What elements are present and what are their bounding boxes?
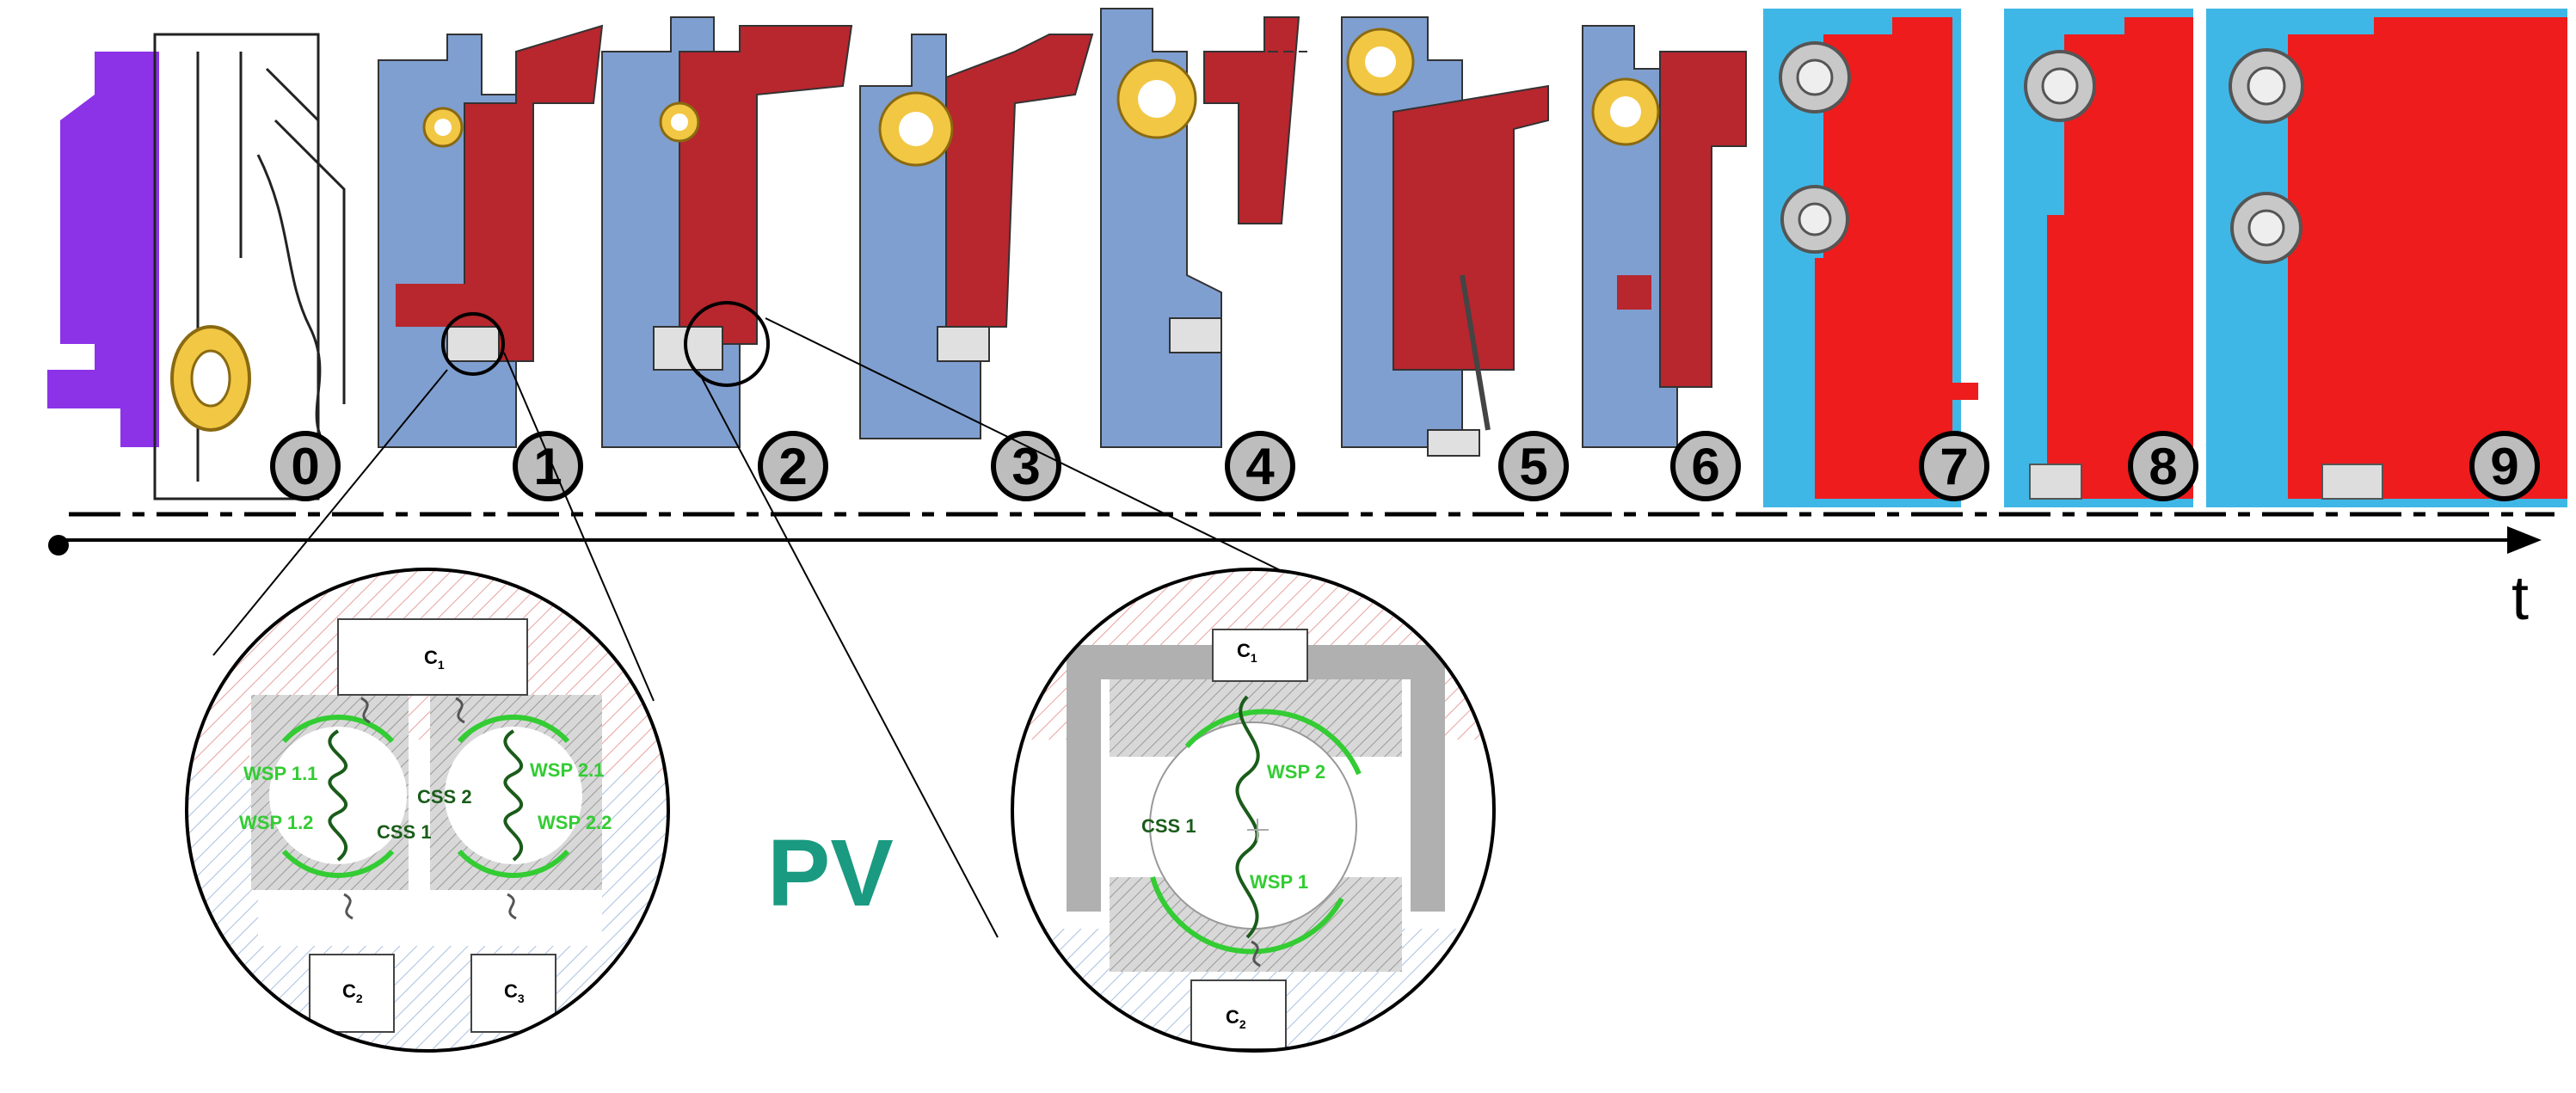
wsp-1-2-label: WSP 1.2 (239, 812, 313, 833)
right-c2-label: C2 (1226, 1006, 1246, 1031)
wsp-2-label: WSP 2 (1267, 761, 1325, 783)
zoom-connectors (212, 317, 1360, 938)
stage-badge-4: 4 (1225, 431, 1295, 501)
detail-circle-right: C1 C2 WSP 2 WSP 1 CSS 1 (1011, 568, 1496, 1053)
stage-badge-3: 3 (991, 431, 1061, 501)
svg-text:8: 8 (2149, 438, 2177, 495)
stage-3-drawing (859, 34, 1094, 439)
stage-badge-6: 6 (1670, 431, 1741, 501)
stage-2-drawing (601, 16, 853, 448)
stage-0-drawing (47, 33, 346, 500)
stage-badge-2: 2 (758, 431, 828, 501)
wsp-2-1-label: WSP 2.1 (530, 759, 604, 781)
stage-badge-5: 5 (1498, 431, 1569, 501)
svg-text:2: 2 (778, 438, 807, 495)
svg-text:4: 4 (1245, 438, 1275, 495)
svg-text:5: 5 (1519, 438, 1547, 495)
left-c1-label: C1 (424, 647, 445, 672)
stage-badge-0: 0 (270, 431, 341, 501)
left-c3-label: C3 (504, 980, 525, 1005)
stage-badges: 0 1 2 3 4 5 6 7 (270, 431, 2540, 501)
stage-badge-9: 9 (2469, 431, 2540, 501)
svg-text:1: 1 (533, 438, 562, 495)
stage-6-drawing (1582, 25, 1747, 448)
svg-text:9: 9 (2490, 438, 2518, 495)
time-axis-label: t (2511, 564, 2529, 633)
stage-badge-1: 1 (513, 431, 583, 501)
right-c1-label: C1 (1237, 640, 1257, 665)
stage-4-drawing (1100, 8, 1307, 448)
svg-text:6: 6 (1691, 438, 1719, 495)
stage-7-drawing (1763, 9, 1978, 507)
left-css-1-label: CSS 1 (377, 821, 432, 843)
pv-label: PV (767, 820, 894, 926)
svg-text:0: 0 (291, 438, 319, 495)
svg-text:3: 3 (1011, 438, 1040, 495)
wsp-1-label: WSP 1 (1250, 871, 1308, 893)
stage-badge-7: 7 (1919, 431, 1989, 501)
stage-9-drawing (2206, 9, 2567, 507)
stage-1-drawing (378, 24, 604, 448)
wsp-1-1-label: WSP 1.1 (243, 763, 317, 784)
left-css-2-label: CSS 2 (417, 786, 472, 807)
time-axis (48, 526, 2542, 556)
stage-5-drawing (1341, 16, 1549, 457)
stage-8-drawing (2004, 9, 2193, 507)
left-c2-label: C2 (342, 980, 363, 1005)
svg-text:7: 7 (1940, 438, 1968, 495)
stage-badge-8: 8 (2128, 431, 2198, 501)
detail-circle-left: C1 C2 C3 WSP 1.1 WSP 1.2 WSP 2.1 WSP 2.2… (185, 568, 670, 1053)
right-css-1-label: CSS 1 (1141, 815, 1196, 837)
wsp-2-2-label: WSP 2.2 (538, 812, 612, 833)
